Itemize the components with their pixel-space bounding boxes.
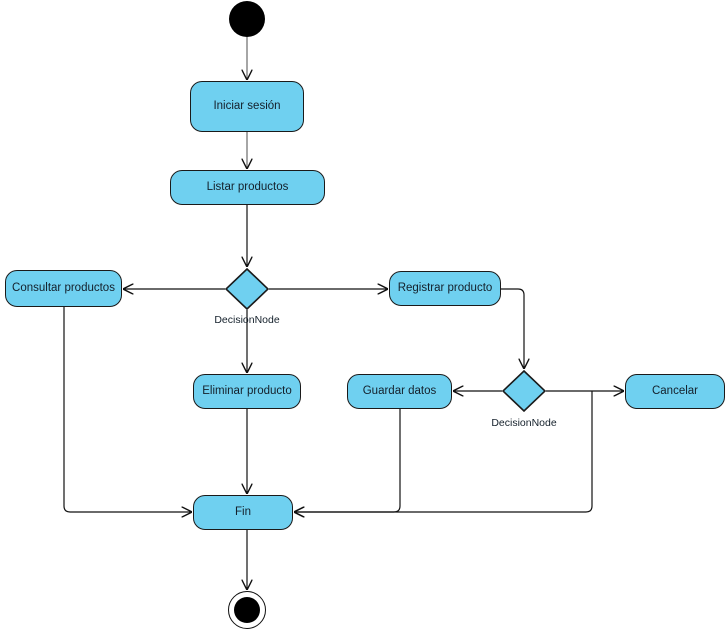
activity-node-guardar-datos[interactable]: Guardar datos xyxy=(347,374,452,409)
activity-label-guardar-datos: Guardar datos xyxy=(362,384,437,397)
edge-consultar-productos-to-fin xyxy=(63,307,191,512)
activity-label-cancelar: Cancelar xyxy=(651,384,699,397)
activity-node-eliminar-producto[interactable]: Eliminar producto xyxy=(193,374,301,409)
final-node-inner xyxy=(234,597,260,623)
activity-node-iniciar-sesion[interactable]: Iniciar sesión xyxy=(190,81,304,132)
activity-label-consultar-productos: Consultar productos xyxy=(12,281,115,294)
activity-node-cancelar[interactable]: Cancelar xyxy=(625,374,725,409)
edge-registrar-producto-to-decision-2 xyxy=(501,288,524,368)
initial-node xyxy=(229,1,265,37)
decision-node-2-caption: DecisionNode xyxy=(464,417,584,429)
decision-node-2-label: DecisionNode xyxy=(491,417,557,429)
activity-label-registrar-producto: Registrar producto xyxy=(397,281,493,294)
edge-cancelar-to-fin xyxy=(295,391,593,512)
decision-node-1-label: DecisionNode xyxy=(214,314,280,326)
activity-node-consultar-productos[interactable]: Consultar productos xyxy=(5,270,122,307)
activity-label-listar-productos: Listar productos xyxy=(206,180,289,193)
edge-guardar-datos-to-fin xyxy=(295,409,401,512)
activity-node-registrar-producto[interactable]: Registrar producto xyxy=(389,271,501,306)
decision-node-1-caption: DecisionNode xyxy=(187,314,307,326)
decision-node-2[interactable] xyxy=(502,370,546,412)
activity-node-fin[interactable]: Fin xyxy=(193,495,293,530)
activity-node-listar-productos[interactable]: Listar productos xyxy=(170,170,325,205)
activity-label-eliminar-producto: Eliminar producto xyxy=(202,384,292,397)
final-node xyxy=(228,591,266,629)
activity-label-fin: Fin xyxy=(235,505,251,518)
decision-node-1[interactable] xyxy=(225,268,269,310)
activity-label-iniciar-sesion: Iniciar sesión xyxy=(213,99,281,112)
